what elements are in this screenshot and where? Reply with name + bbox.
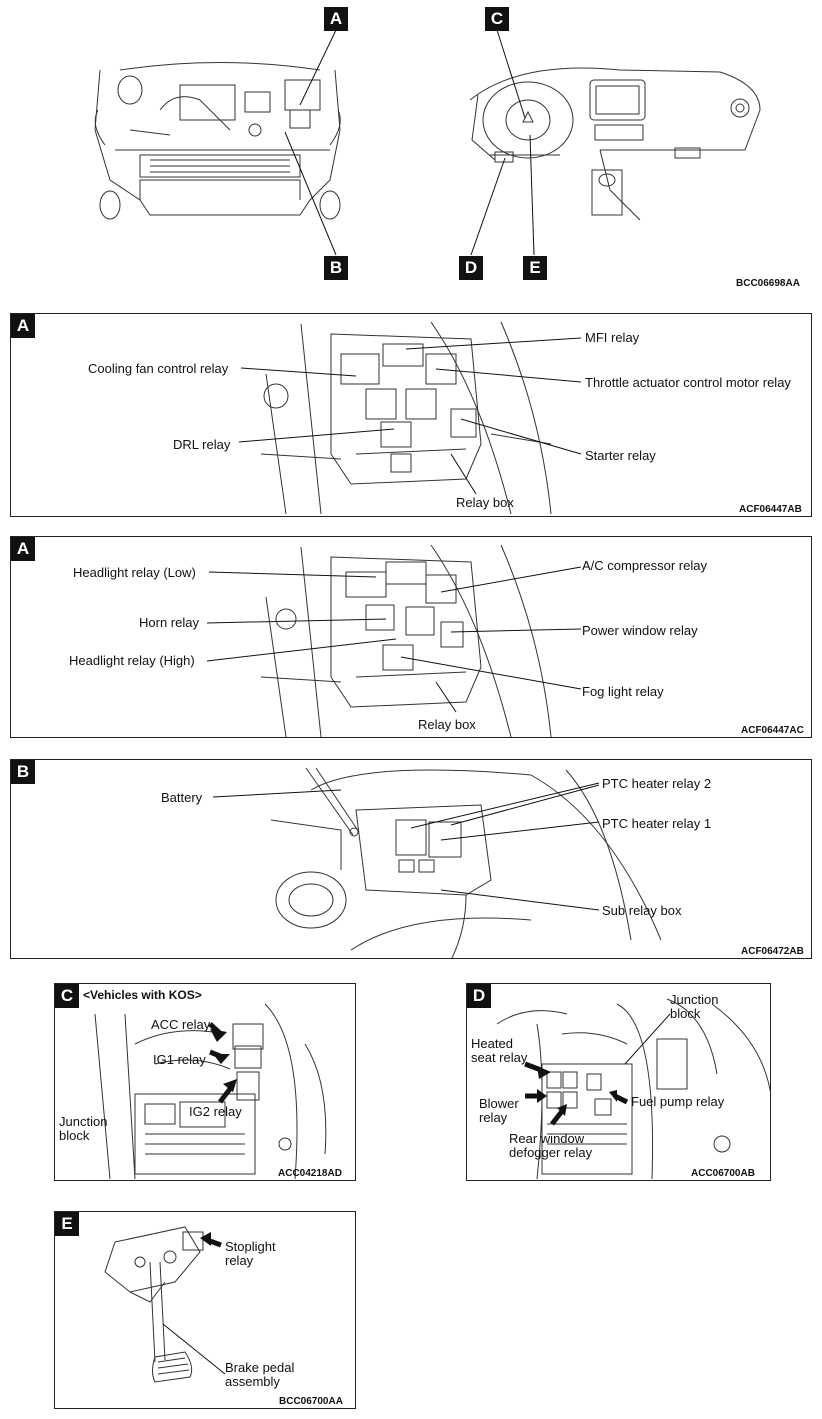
label-defogger-relay: defogger relay	[509, 1145, 593, 1160]
label-fuel-pump-relay: Fuel pump relay	[631, 1094, 725, 1109]
overview-leader-lines	[284, 29, 535, 256]
label-fog-light-relay: Fog light relay	[582, 684, 664, 699]
label-seat-relay: seat relay	[471, 1050, 528, 1065]
panel-b-leader-lines	[212, 782, 600, 911]
panel-c-letter: C	[55, 984, 79, 1008]
label-block: block	[670, 1006, 701, 1021]
panel-e-stoplight-relay: E Stoplight relay Brake pedal assembly B…	[54, 1211, 356, 1409]
label-heated: Heated	[471, 1036, 513, 1051]
label-junction: Junction	[59, 1114, 108, 1129]
brake-pedal-illustration	[104, 1226, 204, 1383]
panel-a1-letter: A	[11, 314, 35, 338]
overview-label-a: A	[324, 7, 348, 31]
panel-e-leaders	[162, 1232, 226, 1375]
label-relay: relay	[225, 1253, 254, 1268]
label-drl-relay: DRL relay	[173, 437, 231, 452]
label-cooling-fan-control-relay: Cooling fan control relay	[88, 361, 229, 376]
panel-b-sub-relay-box: B Battery PTC heater relay 2 PTC heater …	[10, 759, 812, 959]
label-relay-box: Relay box	[456, 495, 514, 510]
label-brake-pedal: Brake pedal	[225, 1360, 295, 1375]
label-headlight-relay-low: Headlight relay (Low)	[73, 565, 196, 580]
label-mfi-relay: MFI relay	[585, 330, 640, 345]
overview-label-b: B	[324, 256, 348, 280]
junction-block-illustration	[496, 998, 770, 1180]
panel-a2-code: ACF06447AC	[741, 725, 804, 736]
panel-b-code: ACF06472AB	[741, 946, 804, 957]
label-acc-relay: ACC relay	[151, 1017, 211, 1032]
label-blower: Blower	[479, 1096, 519, 1111]
panel-a-relay-box-2: A Headlight relay (Low) A/C compressor r…	[10, 536, 812, 738]
overview-label-e: E	[523, 256, 547, 280]
label-horn-relay: Horn relay	[139, 615, 199, 630]
panel-a2-leader-lines	[206, 566, 582, 713]
label-ptc-heater-relay-1: PTC heater relay 1	[602, 816, 712, 831]
panel-a2-letter: A	[11, 537, 35, 561]
label-battery: Battery	[161, 790, 203, 805]
label-relay-box: Relay box	[418, 717, 476, 732]
junction-block-illustration	[94, 1003, 327, 1180]
dashboard-illustration	[469, 67, 761, 221]
panel-e-code: BCC06700AA	[279, 1396, 343, 1407]
panel-a-relay-box-1: A MFI relay Cooling fan control relay Th…	[10, 313, 812, 517]
panel-c-kos-relays: C <Vehicles with KOS> ACC relay IG1 rela…	[54, 983, 356, 1181]
overview-label-c: C	[485, 7, 509, 31]
panel-b-letter: B	[11, 760, 35, 784]
label-throttle-actuator-control-motor-relay: Throttle actuator control motor relay	[585, 375, 791, 390]
panel-c-code: ACC04218AD	[278, 1168, 342, 1179]
label-block: block	[59, 1128, 90, 1143]
panel-a1-leader-lines	[238, 337, 582, 495]
relay-box-illustration	[260, 544, 552, 737]
panel-d-code: ACC06700AB	[691, 1168, 755, 1179]
label-headlight-relay-high: Headlight relay (High)	[69, 653, 195, 668]
sub-relay-box-illustration	[270, 767, 662, 958]
label-ig1-relay: IG1 relay	[153, 1052, 206, 1067]
panel-d-arrows	[524, 1013, 671, 1126]
label-ig2-relay: IG2 relay	[189, 1104, 242, 1119]
label-ac-compressor-relay: A/C compressor relay	[582, 558, 707, 573]
label-assembly: assembly	[225, 1374, 280, 1389]
label-stoplight: Stoplight	[225, 1239, 276, 1254]
panel-c-heading: <Vehicles with KOS>	[83, 988, 202, 1002]
label-ptc-heater-relay-2: PTC heater relay 2	[602, 776, 712, 791]
label-power-window-relay: Power window relay	[582, 623, 698, 638]
relay-box-illustration	[260, 321, 552, 515]
panel-d-letter: D	[467, 984, 491, 1008]
label-relay: relay	[479, 1110, 508, 1125]
label-sub-relay-box: Sub relay box	[602, 903, 682, 918]
panel-c-arrows	[208, 1022, 237, 1104]
panel-d-junction-relays: D Junction block Heated seat relay Blowe…	[466, 983, 771, 1181]
panel-a1-code: ACF06447AB	[739, 504, 802, 515]
label-junction: Junction	[670, 992, 719, 1007]
overview-label-d: D	[459, 256, 483, 280]
label-starter-relay: Starter relay	[585, 448, 656, 463]
panel-e-letter: E	[55, 1212, 79, 1236]
label-rear-window: Rear window	[509, 1131, 585, 1146]
engine-bay-illustration	[94, 62, 341, 220]
overview-code: BCC06698AA	[736, 278, 800, 289]
